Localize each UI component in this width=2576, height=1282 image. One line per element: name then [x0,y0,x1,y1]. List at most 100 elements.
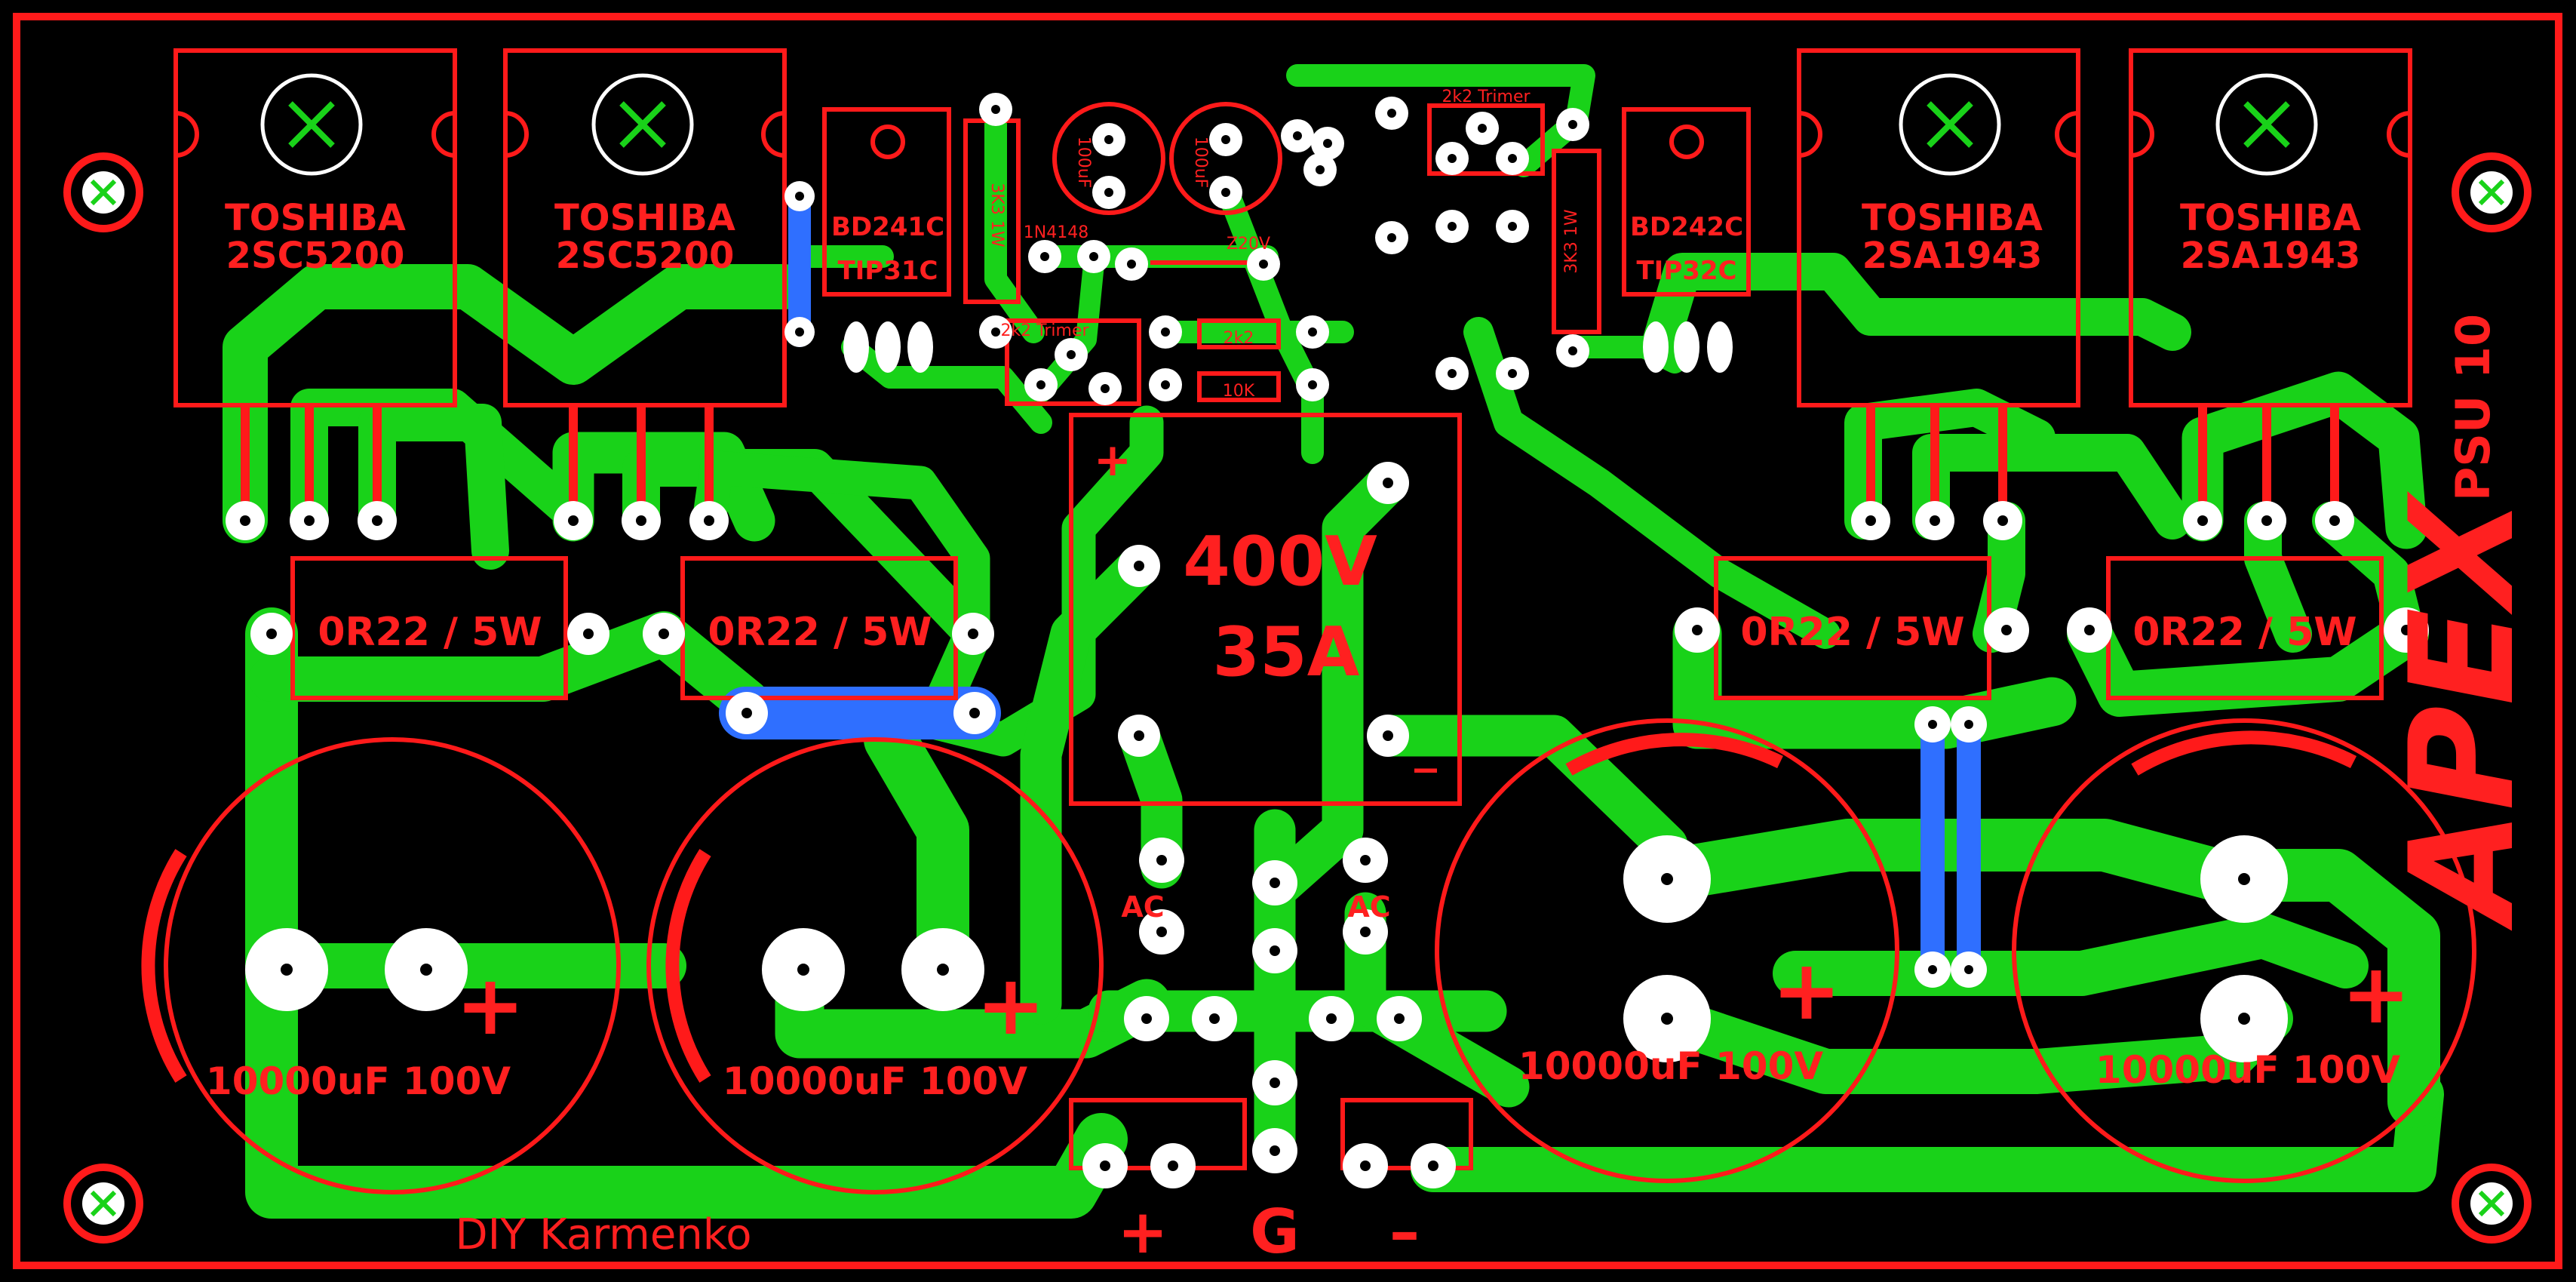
pad-drill-70 [1161,380,1170,389]
pad-drill-35 [1134,561,1144,571]
driver-1-line1: BD241C [831,212,944,242]
pad-drill-38 [1383,730,1393,741]
pad-drill-32 [1661,1013,1673,1025]
transistor-notches [175,111,2411,158]
pad-drill-48 [1209,1013,1220,1024]
res-2k2-label: 2k2 [1224,329,1254,348]
pad-drill-39 [1156,855,1167,865]
rectifier-plus: + [1094,434,1131,487]
pad-drill-27 [281,964,293,976]
capacitor-c3-outline [1435,718,1899,1183]
pad-drill-84 [1448,369,1457,378]
pad-drill-23 [1928,720,1937,729]
small-cap-1-label: 100uF [1074,137,1093,189]
pad-drill-55 [991,105,1000,114]
pad-drill-3 [372,515,382,526]
q4-maker: TOSHIBA [2180,197,2361,239]
pad-drill-44 [1270,945,1280,956]
pad-drill-66 [1036,380,1045,389]
pad-drill-80 [1448,222,1457,231]
pad-drill-83 [1568,346,1577,355]
board-outline [13,13,2562,1269]
driver-pad-5 [1674,321,1699,373]
mount-hole-tl [63,152,143,232]
r4-label: 0R22 / 5W [2132,610,2356,655]
pad-drill-53 [1360,1161,1371,1171]
terminal-minus-label: – [1389,1197,1420,1267]
pad-drill-56 [991,327,1000,337]
c2-label: 10000uF 100V [723,1059,1027,1103]
pad-drill-34 [2238,1013,2250,1025]
small-cap-1-outline [1052,102,1165,215]
pad-drill-17 [1692,625,1702,635]
c4-label: 10000uF 100V [2095,1048,2400,1092]
mount-hole-tr [2452,152,2531,232]
pad-drill-6 [704,515,714,526]
pad-drill-2 [304,515,315,526]
rectifier-voltage: 400V [1183,522,1377,601]
trimmer-right-label: 2k2 Trimer [1442,88,1531,106]
pad-drill-77 [1448,154,1457,163]
q3-maker: TOSHIBA [1862,197,2043,239]
c4-plus: + [2341,945,2411,1042]
pad-drill-81 [1508,222,1517,231]
pad-drill-79 [1508,154,1517,163]
q2-maker: TOSHIBA [554,197,735,239]
cap-c3-polarity [1565,733,1783,776]
pad-drill-12 [2329,515,2340,526]
res-3k3-right-outline [1552,149,1601,334]
driver-2-line1: BD242C [1630,212,1743,242]
pad-drill-5 [636,515,646,526]
transistor-legs [241,405,2339,521]
driver-pad-2 [875,321,901,373]
pad-drill-49 [1326,1013,1337,1024]
pad-drill-20 [2401,625,2412,635]
pad-drill-26 [1964,965,1973,974]
pad-drill-75 [1387,109,1396,118]
small-cap-2-outline [1169,102,1282,215]
author-credit: DIY Karmenko [456,1210,752,1259]
pad-drill-69 [1308,327,1317,337]
mount-hole-centers [82,171,2513,1225]
cap-c4-polarity [2131,730,2357,776]
pad-drill-51 [1100,1161,1110,1171]
pad-drill-67 [1101,384,1110,393]
q3-part: 2SA1943 [1862,235,2043,277]
pad-drill-25 [1928,965,1937,974]
pad-drill-50 [1394,1013,1405,1024]
r3-label: 0R22 / 5W [1740,610,1964,655]
pad-drill-24 [1964,720,1973,729]
res-10k-label: 10K [1223,382,1255,401]
r1-label: 0R22 / 5W [318,610,542,655]
pad-drill-40 [1156,927,1167,937]
trimmer-right-outline [1427,103,1545,176]
driver-1-line2: TIP31C [837,256,938,286]
pad-drill-43 [1270,878,1280,888]
mount-hole-br [2452,1164,2531,1244]
pad-drill-31 [1661,873,1673,885]
terminal-plus-label: + [1117,1197,1168,1267]
pad-drill-4 [568,515,579,526]
trimmer-left-label: 2k2 Trimer [1000,321,1089,340]
pad-drill-41 [1360,855,1371,865]
res-3k3-right-label: 3K3 1W [1562,209,1581,273]
q2-part: 2SC5200 [556,235,735,277]
mount-hole-bl [63,1164,143,1244]
ac-right-label: AC [1347,890,1390,924]
driver-pad-4 [1643,321,1669,373]
rectifier-current: 35A [1213,613,1360,692]
pad-drill-10 [2197,515,2208,526]
transistor-q1-outline [173,48,457,407]
capacitor-c1-outline [164,737,621,1194]
driver-2-hole [1669,125,1704,159]
res-2k2-outline [1197,318,1281,349]
driver-2-outline [1622,107,1751,297]
capacitor-c2-outline [646,737,1104,1194]
cap-c2-polarity [665,849,711,1083]
pad-drill-60 [1221,188,1230,197]
pad-drill-54 [1428,1161,1438,1171]
pad-drill-87 [795,327,804,337]
rectifier-outline [1069,413,1462,806]
pad-drill-62 [1089,252,1098,261]
